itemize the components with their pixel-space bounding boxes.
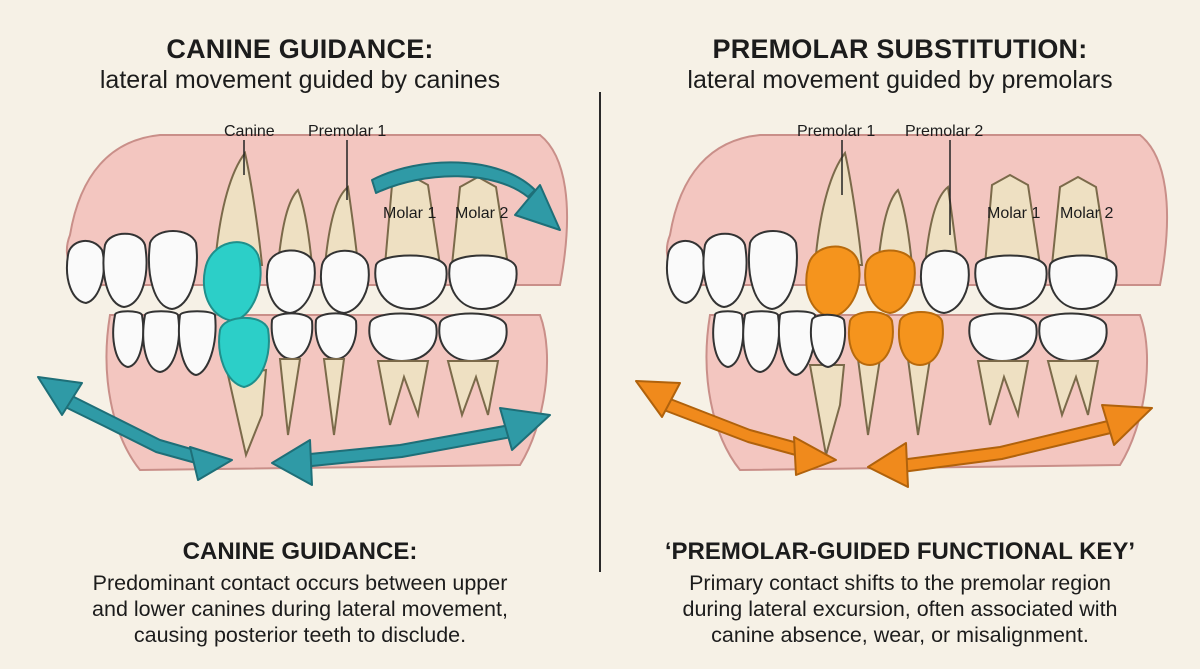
caption-line: causing posterior teeth to disclude. <box>133 623 467 647</box>
movement-arrows <box>37 161 561 486</box>
caption-title: ‘PREMOLAR-GUIDED FUNCTIONAL KEY’ <box>664 538 1136 565</box>
caption-body: Predominant contact occurs between upper… <box>0 570 600 648</box>
panel-title: PREMOLAR SUBSTITUTION: <box>712 34 1088 64</box>
label-molar-1: Molar 1 <box>383 205 436 222</box>
label-premolar-2: Premolar 2 <box>905 123 983 140</box>
caption-body: Primary contact shifts to the premolar r… <box>600 570 1200 648</box>
caption-line: during lateral excursion, often associat… <box>682 597 1118 621</box>
upper-canine-contact <box>202 241 262 323</box>
premolar-substitution-illustration: Premolar 1 Premolar 2 Molar 1 Molar 2 <box>635 123 1169 488</box>
canine-guidance-illustration: Canine Premolar 1 Molar 1 Molar 2 <box>37 123 569 486</box>
panel-subtitle: lateral movement guided by canines <box>99 66 501 94</box>
label-molar-1: Molar 1 <box>987 205 1040 222</box>
canine-guidance-panel: CANINE GUIDANCE: lateral movement guided… <box>0 34 600 648</box>
lower-canine-contact <box>218 316 270 389</box>
caption-line: Predominant contact occurs between upper <box>92 571 508 595</box>
label-canine: Canine <box>224 123 275 140</box>
label-premolar-1: Premolar 1 <box>797 123 875 140</box>
lower-premolar-2-contact <box>898 311 944 367</box>
label-premolar-1: Premolar 1 <box>308 123 386 140</box>
label-molar-2: Molar 2 <box>1060 205 1113 222</box>
label-molar-2: Molar 2 <box>455 205 508 222</box>
upper-premolar-1-contact <box>805 245 861 319</box>
lower-premolar-1-contact <box>848 311 894 367</box>
upper-premolar-2-contact <box>864 249 916 315</box>
panel-subtitle: lateral movement guided by premolars <box>687 66 1113 94</box>
movement-arrows <box>635 380 1153 488</box>
caption-line: and lower canines during lateral movemen… <box>92 597 508 621</box>
caption-line: Primary contact shifts to the premolar r… <box>689 571 1111 595</box>
caption-line: canine absence, wear, or misalignment. <box>711 623 1089 647</box>
caption-title: CANINE GUIDANCE: <box>182 538 418 565</box>
panel-title: CANINE GUIDANCE: <box>166 34 434 64</box>
premolar-substitution-panel: PREMOLAR SUBSTITUTION: lateral movement … <box>600 0 1200 669</box>
panel-divider <box>599 92 601 572</box>
